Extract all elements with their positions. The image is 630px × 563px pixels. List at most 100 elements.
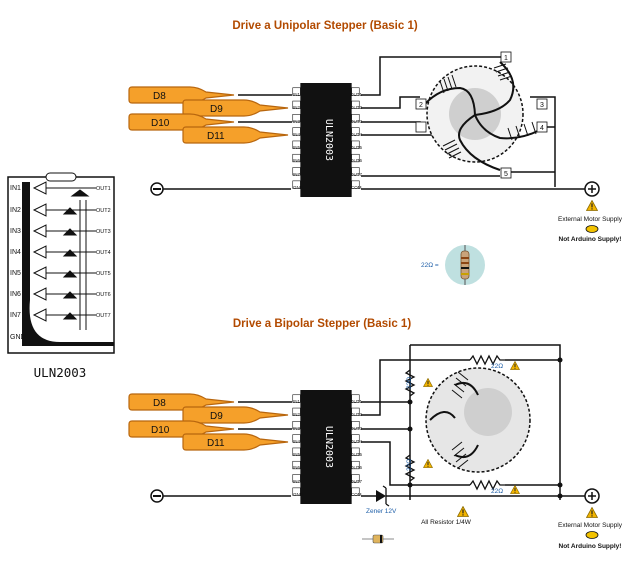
bipolar-title: Drive a Bipolar Stepper (Basic 1) xyxy=(233,318,411,330)
bipolar-chip-out3: OUT3 xyxy=(350,426,362,431)
pinout-in5: IN5 xyxy=(10,270,21,277)
motor-terminal-4: 4 xyxy=(540,125,544,132)
unipolar-chip-in5: IN5 xyxy=(293,145,301,150)
bipolar-resistor-left-top-label: 22Ω xyxy=(406,377,413,389)
motor-terminal-2: 2 xyxy=(419,102,423,109)
bipolar-resistor-left-bottom-label: 22Ω xyxy=(406,459,413,471)
pinout-gnd: GND xyxy=(10,334,26,341)
pinout-in1: IN1 xyxy=(10,185,21,192)
bipolar-chip-com: COM xyxy=(351,492,362,497)
pinout-out5: OUT5 xyxy=(96,271,111,277)
bipolar-supply-warning-icon xyxy=(586,507,598,518)
pinout-out6: OUT6 xyxy=(96,292,111,298)
bipolar-ground-symbol xyxy=(150,489,164,503)
unipolar-pin-d11: D11 xyxy=(207,131,225,142)
motor-terminal-1: 1 xyxy=(504,55,508,62)
bipolar-chip-gnd: GND xyxy=(293,492,304,497)
unipolar-motor: 1 2 3 4 5 xyxy=(415,51,548,179)
unipolar-pin-d8: D8 xyxy=(153,91,166,102)
resistor-note-warning-icon xyxy=(457,506,469,517)
unipolar-pin-d11-shape xyxy=(182,126,289,144)
bipolar-chip-out7: OUT7 xyxy=(350,479,362,484)
unipolar-pin-d9-shape xyxy=(182,99,289,117)
bipolar-pin-d11-shape xyxy=(182,433,289,451)
bipolar-chip-in4: IN4 xyxy=(293,439,301,444)
bipolar-pin-d10: D10 xyxy=(151,425,170,436)
unipolar-title: Drive a Unipolar Stepper (Basic 1) xyxy=(232,20,418,32)
bipolar-resistor-top-label: 22Ω xyxy=(491,363,503,370)
bipolar-pin-d9: D9 xyxy=(210,411,223,422)
bipolar-chip-out2: OUT2 xyxy=(350,412,362,417)
unipolar-chip-in6: IN6 xyxy=(293,158,301,163)
zener-component-image xyxy=(362,534,394,544)
resistor-badge: 22Ω = xyxy=(421,245,485,285)
pinout-out2: OUT2 xyxy=(96,208,111,214)
unipolar-chip-gnd: GND xyxy=(293,185,304,190)
unipolar-circuit: D8 D9 D10 D11 ULN2003 IN1 IN2 IN3 IN4 IN… xyxy=(128,51,623,285)
unipolar-chip-out6: OUT6 xyxy=(350,158,362,163)
bipolar-warning-icon-2 xyxy=(423,378,433,387)
bipolar-supply-warning: Not Arduino Supply! xyxy=(559,543,622,550)
bipolar-chip-out6: OUT6 xyxy=(350,465,362,470)
unipolar-chip-in7: IN7 xyxy=(293,172,301,177)
unipolar-chip-in3: IN3 xyxy=(293,119,301,124)
unipolar-chip-out4: OUT4 xyxy=(350,132,362,137)
bipolar-resistor-bottom-label: 22Ω xyxy=(491,488,503,495)
motor-terminal-3: 3 xyxy=(540,102,544,109)
unipolar-warning-icon xyxy=(586,200,598,211)
unipolar-chip-in1: IN1 xyxy=(293,92,301,97)
bipolar-warning-icon-3 xyxy=(423,459,433,468)
pinout-in4: IN4 xyxy=(10,249,21,256)
unipolar-chip-out3: OUT3 xyxy=(350,119,362,124)
unipolar-pin-d10: D10 xyxy=(151,118,170,129)
unipolar-supply-warning: Not Arduino Supply! xyxy=(559,236,622,243)
pinout-out1: OUT1 xyxy=(96,186,111,192)
uln2003-pinout: IN1 IN2 IN3 IN4 IN5 IN6 IN7 GND OUT1 OUT… xyxy=(7,172,115,380)
zener-diode: Zener 12V xyxy=(362,485,397,544)
bipolar-pin-d8: D8 xyxy=(153,398,166,409)
bipolar-supply-note: External Motor Supply xyxy=(558,522,623,529)
unipolar-ground-symbol xyxy=(150,182,164,196)
pinout-out4: OUT4 xyxy=(96,250,111,256)
bipolar-chip-in6: IN6 xyxy=(293,465,301,470)
motor-terminal-5: 5 xyxy=(504,171,508,178)
bipolar-resistor-note: All Resistor 1/4W xyxy=(421,519,472,526)
pinout-in3: IN3 xyxy=(10,228,21,235)
bipolar-chip-label: ULN2003 xyxy=(323,426,334,468)
bipolar-chip-in7: IN7 xyxy=(293,479,301,484)
pinout-in2: IN2 xyxy=(10,207,21,214)
unipolar-chip-label: ULN2003 xyxy=(323,119,334,161)
unipolar-chip-out7: OUT7 xyxy=(350,172,362,177)
pinout-in6: IN6 xyxy=(10,291,21,298)
bipolar-chip-out4: OUT4 xyxy=(350,439,362,444)
bipolar-supply-terminal: External Motor Supply Not Arduino Supply… xyxy=(558,488,623,550)
resistor-value-label: 22Ω = xyxy=(421,262,439,269)
bipolar-pin-d11: D11 xyxy=(207,438,225,449)
pinout-out7: OUT7 xyxy=(96,313,111,319)
bipolar-chip-out1: OUT1 xyxy=(350,399,362,404)
bipolar-chip-out5: OUT5 xyxy=(350,452,362,457)
bipolar-chip-in1: IN1 xyxy=(293,399,301,404)
bipolar-warning-icon-4 xyxy=(510,485,520,494)
pinout-com: COM xyxy=(97,335,111,341)
bipolar-chip-in5: IN5 xyxy=(293,452,301,457)
unipolar-pin-d9: D9 xyxy=(210,104,223,115)
bipolar-circuit: D8 D9 D10 D11 ULN2003 IN1 IN2 IN3 IN4 IN… xyxy=(128,344,623,550)
unipolar-chip-in2: IN2 xyxy=(293,105,301,110)
bipolar-motor xyxy=(425,367,531,473)
bipolar-pin-d9-shape xyxy=(182,406,289,424)
pinout-out3: OUT3 xyxy=(96,229,111,235)
pinout-chip-name: ULN2003 xyxy=(34,365,87,380)
pinout-in7: IN7 xyxy=(10,312,21,319)
bipolar-chip-in2: IN2 xyxy=(293,412,301,417)
bipolar-warning-icon-1 xyxy=(510,361,520,370)
bipolar-chip-in3: IN3 xyxy=(293,426,301,431)
unipolar-chip-out5: OUT5 xyxy=(350,145,362,150)
unipolar-chip-com: COM xyxy=(351,185,362,190)
unipolar-supply-note: External Motor Supply xyxy=(558,216,623,223)
zener-label: Zener 12V xyxy=(366,508,397,515)
unipolar-supply-terminal: External Motor Supply Not Arduino Supply… xyxy=(558,181,623,243)
unipolar-chip-out2: OUT2 xyxy=(350,105,362,110)
